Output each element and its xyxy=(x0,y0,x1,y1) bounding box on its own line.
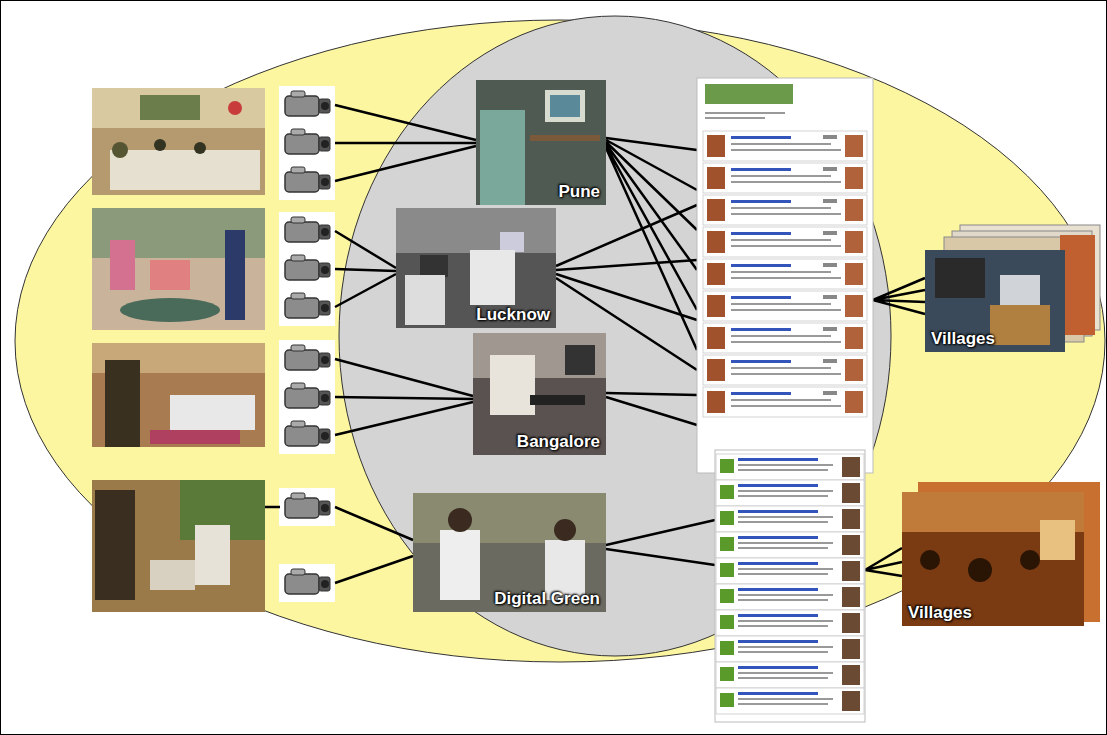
website-screenshots xyxy=(697,78,873,722)
place-label: Villages xyxy=(908,603,972,623)
village-photos xyxy=(902,225,1100,626)
hub-photos xyxy=(396,80,606,612)
place-label: Bangalore xyxy=(517,432,600,452)
site-photo: Bangalore xyxy=(473,333,606,455)
site-photo: Digital Green xyxy=(413,493,606,612)
place-label: Lucknow xyxy=(476,305,550,325)
place-label: Villages xyxy=(931,329,995,349)
classroom-photos xyxy=(92,88,265,612)
site-photo: Lucknow xyxy=(396,208,556,328)
site-photo: Villages xyxy=(902,492,1084,626)
video-cameras xyxy=(279,86,335,602)
site-photo: Pune xyxy=(476,80,606,205)
site-photo: Villages xyxy=(925,250,1065,352)
place-label: Pune xyxy=(558,182,600,202)
place-label: Digital Green xyxy=(494,589,600,609)
